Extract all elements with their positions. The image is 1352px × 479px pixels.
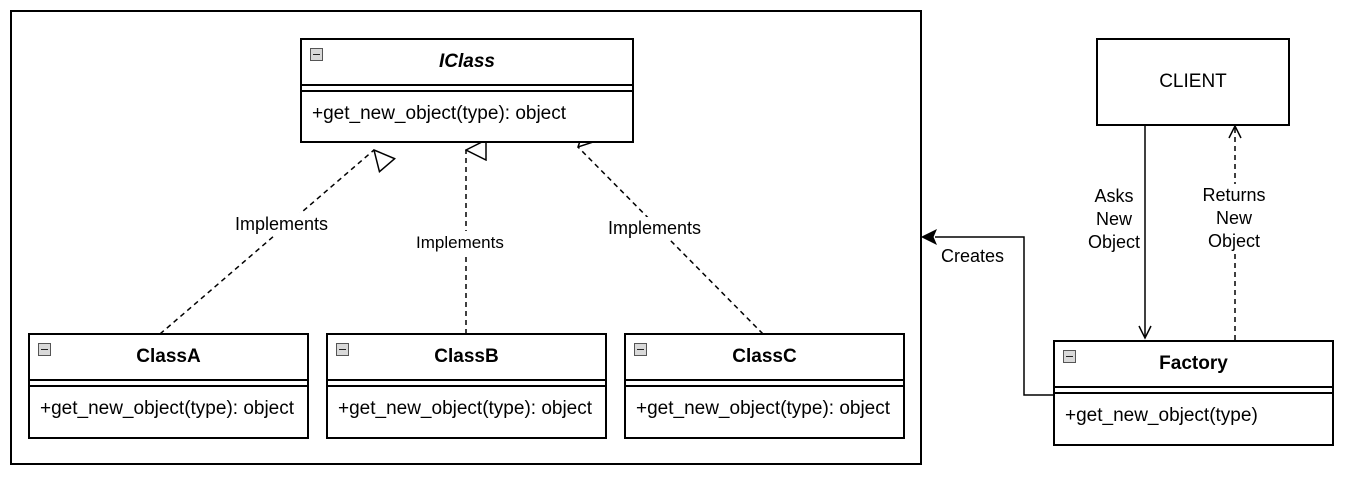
class-a-header: ClassA bbox=[30, 335, 307, 379]
class-a-name: ClassA bbox=[136, 346, 201, 367]
factory-class[interactable]: Factory +get_new_object(type) bbox=[1053, 340, 1334, 446]
client-box[interactable]: CLIENT bbox=[1096, 38, 1290, 126]
interface-iclass[interactable]: IClass +get_new_object(type): object bbox=[300, 38, 634, 143]
implements-label-c: Implements bbox=[608, 217, 702, 240]
factory-header: Factory bbox=[1055, 342, 1332, 386]
class-b-method: +get_new_object(type): object bbox=[338, 398, 593, 419]
factory-method: +get_new_object(type) bbox=[1065, 405, 1258, 426]
collapse-icon[interactable] bbox=[1063, 350, 1076, 363]
divider bbox=[328, 379, 605, 387]
creates-label: Creates bbox=[941, 245, 1005, 268]
package-frame bbox=[10, 10, 922, 465]
returns-label: Returns New Object bbox=[1196, 184, 1272, 253]
interface-method: +get_new_object(type): object bbox=[312, 103, 567, 124]
divider bbox=[30, 379, 307, 387]
implements-label-a: Implements bbox=[235, 213, 329, 236]
returns-line-1: Returns bbox=[1202, 185, 1266, 205]
divider bbox=[1055, 386, 1332, 394]
collapse-icon[interactable] bbox=[310, 48, 323, 61]
class-b-name: ClassB bbox=[434, 346, 499, 367]
collapse-icon[interactable] bbox=[336, 343, 349, 356]
interface-name: IClass bbox=[439, 51, 495, 72]
returns-arrowhead bbox=[1228, 124, 1242, 139]
implements-edge-c bbox=[578, 147, 764, 335]
divider bbox=[626, 379, 903, 387]
implements-edge-a bbox=[159, 150, 374, 335]
asks-line-1: Asks bbox=[1094, 186, 1134, 206]
asks-label: Asks New Object bbox=[1083, 185, 1145, 254]
implements-label-b: Implements bbox=[416, 231, 504, 254]
client-label: CLIENT bbox=[1159, 71, 1227, 92]
class-c-name: ClassC bbox=[732, 346, 797, 367]
returns-line-3: Object bbox=[1207, 231, 1261, 251]
returns-line-2: New bbox=[1215, 208, 1252, 228]
creates-arrowhead bbox=[920, 228, 937, 246]
class-a-method: +get_new_object(type): object bbox=[40, 398, 295, 419]
asks-line-3: Object bbox=[1087, 232, 1141, 252]
collapse-icon[interactable] bbox=[634, 343, 647, 356]
class-b-header: ClassB bbox=[328, 335, 605, 379]
factory-name: Factory bbox=[1159, 353, 1228, 374]
class-a[interactable]: ClassA +get_new_object(type): object bbox=[28, 333, 309, 439]
divider bbox=[302, 84, 632, 92]
class-c[interactable]: ClassC +get_new_object(type): object bbox=[624, 333, 905, 439]
asks-line-2: New bbox=[1095, 209, 1132, 229]
asks-arrowhead bbox=[1138, 325, 1152, 340]
interface-header: IClass bbox=[302, 40, 632, 84]
collapse-icon[interactable] bbox=[38, 343, 51, 356]
class-c-method: +get_new_object(type): object bbox=[636, 398, 891, 419]
class-b[interactable]: ClassB +get_new_object(type): object bbox=[326, 333, 607, 439]
creates-edge bbox=[935, 236, 1054, 396]
class-c-header: ClassC bbox=[626, 335, 903, 379]
